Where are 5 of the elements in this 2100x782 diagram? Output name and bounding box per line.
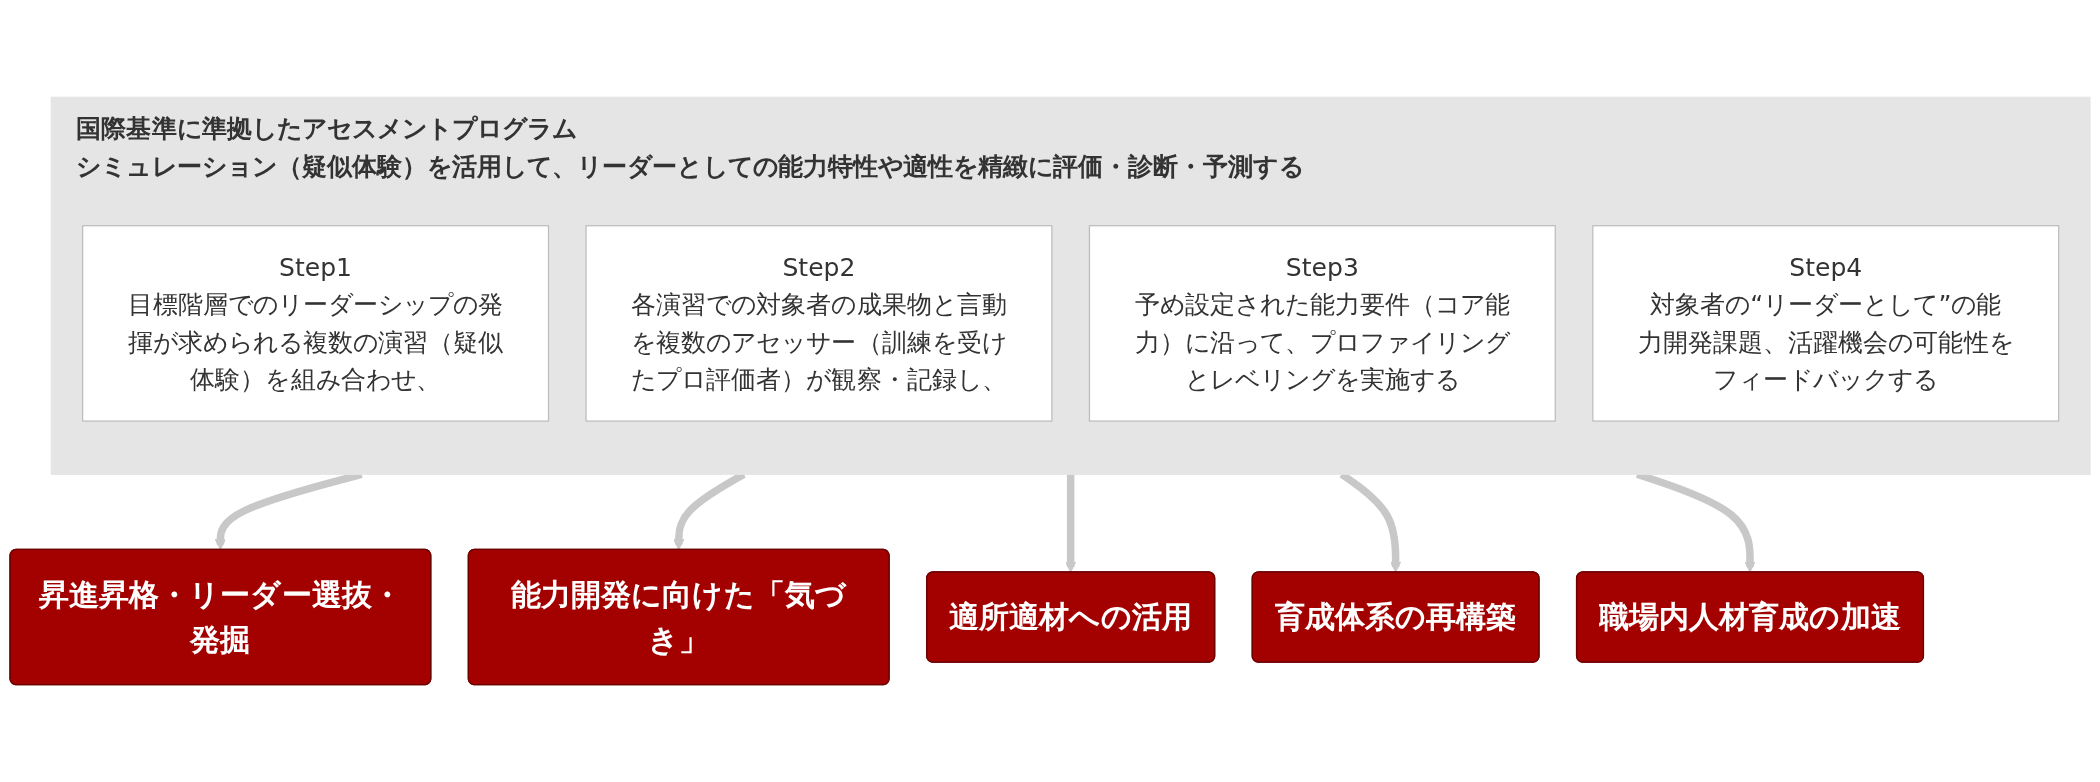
node-box: Step4 対象者の“リーダーとして”の能力開発課題、活躍機会の可能性をフィードバックする	[1592, 225, 2060, 422]
node-box: Step3 予め設定された能力要件（コア能力）に沿って、プロファイリングとレベリングを実施する	[1088, 225, 1556, 422]
node-box: Step1 目標階層でのリーダーシップの発揮が求められる複数の演習（疑似体験）を組み合わせ、	[82, 225, 550, 422]
node-box: Step2 各演習での対象者の成果物と言動を複数のアセッサー（訓練を受けたプロ評価者）が観察・記録し、	[585, 225, 1053, 422]
arrow	[1065, 474, 1077, 573]
